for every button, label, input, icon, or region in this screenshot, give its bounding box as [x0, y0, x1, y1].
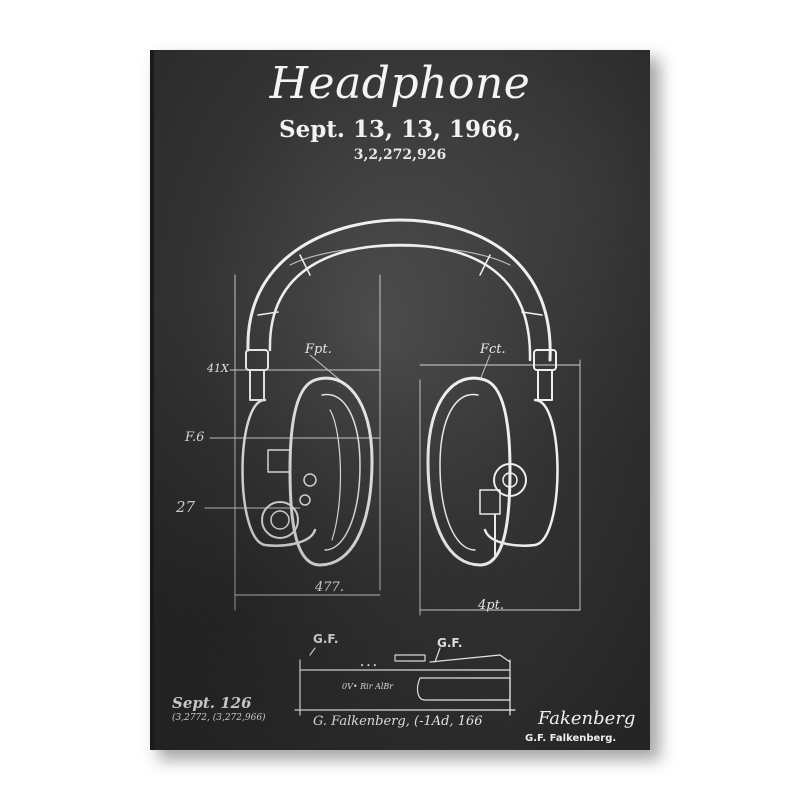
label-gf-left: G.F. — [313, 632, 339, 646]
label-gf-right: G.F. — [437, 636, 463, 650]
headphone-drawing — [204, 218, 581, 716]
chalkboard-canvas-print: Headphone Sept. 13, 13, 1966, 3,2,272,92… — [150, 50, 650, 750]
label-41x: 41X — [207, 362, 229, 375]
bottom-numbers: (3,2772, (3,272,966) — [172, 713, 266, 723]
signature: Fakenberg — [538, 708, 636, 729]
poster-title: Headphone — [269, 58, 531, 109]
label-4pt: 4pt. — [478, 598, 504, 613]
bottom-date: Sept. 126 — [172, 694, 252, 712]
label-small-text: 0V• Rir AlBr — [342, 682, 394, 691]
label-fpt: Fpt. — [305, 342, 332, 357]
label-fct: Fct. — [480, 342, 506, 357]
label-f6: F.6 — [185, 430, 205, 445]
label-477: 477. — [315, 580, 344, 595]
label-dots: • • • — [360, 662, 377, 670]
printed-name: G.F. Falkenberg. — [525, 733, 617, 744]
label-27: 27 — [176, 498, 196, 516]
inventor-line: G. Falkenberg, (-1Ad, 166 — [313, 714, 483, 729]
canvas-edge — [150, 50, 154, 750]
patent-date: Sept. 13, 13, 1966, — [278, 116, 522, 143]
patent-number: 3,2,272,926 — [353, 147, 447, 163]
